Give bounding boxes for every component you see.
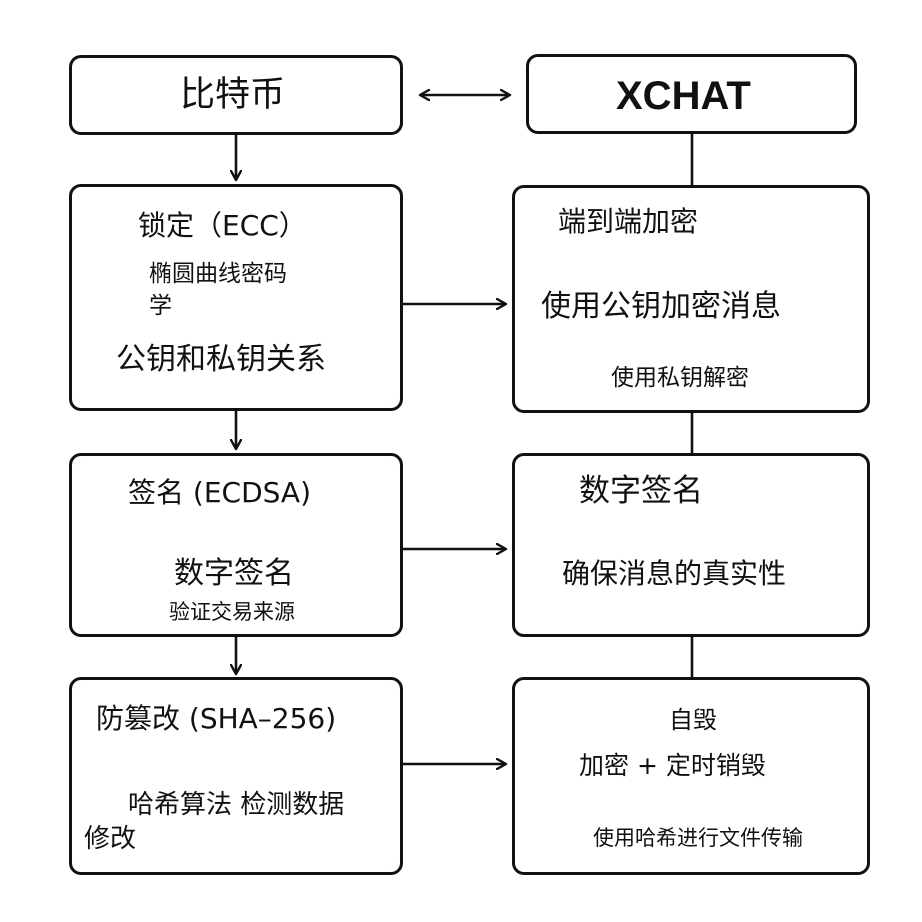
self-destruct-line-1: 加密 + 定时销毁 — [579, 751, 766, 780]
self-destruct-title: 自毁 — [669, 706, 717, 734]
tamper-sha-line-1: 哈希算法 检测数据 — [128, 790, 345, 820]
sign-ecdsa-box: 签名 (ECDSA) 数字签名 验证交易来源 — [69, 453, 403, 637]
tamper-sha-box: 防篡改 (SHA–256) 哈希算法 检测数据 修改 — [69, 677, 403, 875]
self-destruct-box: 自毁 加密 + 定时销毁 使用哈希进行文件传输 — [512, 677, 870, 875]
tamper-sha-line-2: 修改 — [84, 824, 137, 854]
xchat-box: XCHAT — [526, 54, 857, 134]
lock-ecc-line-1: 椭圆曲线密码 — [149, 261, 287, 287]
e2e-encryption-box: 端到端加密 使用公钥加密消息 使用私钥解密 — [512, 185, 870, 413]
sign-ecdsa-line-1: 数字签名 — [174, 556, 294, 591]
xchat-title: XCHAT — [616, 74, 751, 118]
e2e-title: 端到端加密 — [558, 205, 699, 238]
lock-ecc-title: 锁定（ECC） — [138, 209, 307, 242]
sign-ecdsa-title: 签名 (ECDSA) — [128, 476, 311, 509]
bitcoin-title: 比特币 — [180, 75, 286, 115]
digital-signature-box: 数字签名 确保消息的真实性 — [512, 453, 870, 637]
e2e-line-2: 使用私钥解密 — [611, 365, 749, 391]
sign-ecdsa-line-2: 验证交易来源 — [169, 600, 295, 624]
digital-signature-title: 数字签名 — [579, 473, 703, 509]
digital-signature-line-1: 确保消息的真实性 — [562, 557, 787, 590]
lock-ecc-line-3: 公钥和私钥关系 — [116, 342, 326, 377]
e2e-line-1: 使用公钥加密消息 — [541, 289, 781, 324]
tamper-sha-title: 防篡改 (SHA–256) — [96, 702, 337, 735]
lock-ecc-line-2: 学 — [149, 293, 172, 319]
bitcoin-box: 比特币 — [69, 55, 403, 135]
lock-ecc-box: 锁定（ECC） 椭圆曲线密码 学 公钥和私钥关系 — [69, 184, 403, 411]
self-destruct-line-2: 使用哈希进行文件传输 — [593, 826, 803, 850]
